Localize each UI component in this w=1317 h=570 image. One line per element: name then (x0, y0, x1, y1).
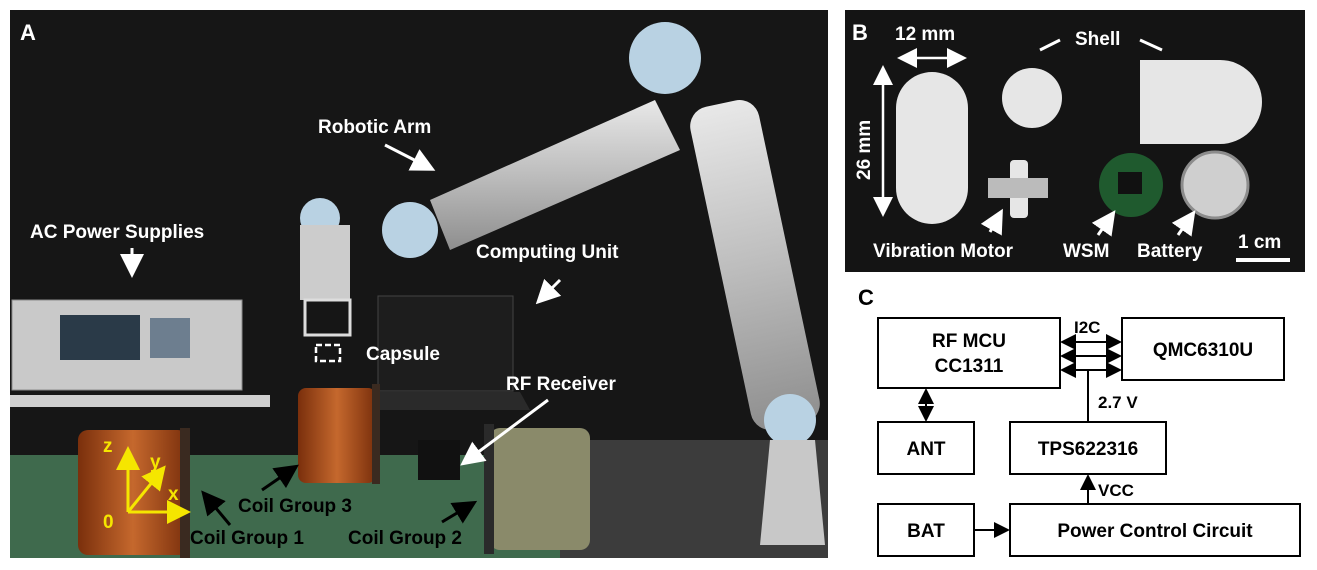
label-coil-group-2: Coil Group 2 (348, 528, 462, 549)
block-regulator (1009, 421, 1167, 475)
block-regulator-label: TPS622316 (1038, 439, 1138, 460)
arrow-coil-group-1 (201, 490, 232, 526)
block-sensor-label: QMC6310U (1153, 340, 1253, 361)
arrow-battery (1171, 210, 1196, 237)
arrow-wsm (1091, 210, 1116, 237)
coil-group-2 (484, 424, 590, 554)
panel-b: B 12 mm 26 mm Shell Vibration Motor WSM … (845, 10, 1305, 272)
block-rf-mcu-line2: CC1311 (935, 356, 1004, 377)
block-rf-mcu (877, 317, 1061, 389)
label-shell: Shell (1075, 29, 1120, 50)
axis-origin-label: 0 (103, 512, 114, 533)
arrow-robotic-arm (384, 143, 436, 171)
vibration-motor (988, 160, 1048, 218)
arrow-coil-group-2 (441, 500, 478, 524)
coil-group-3 (298, 384, 380, 484)
shell-pointer-right (1139, 38, 1163, 52)
arrow-rf-receiver (460, 398, 549, 466)
axis-x-label: x (168, 484, 179, 505)
label-width: 12 mm (895, 24, 955, 45)
label-scale: 1 cm (1238, 232, 1281, 253)
block-rf-mcu-line1: RF MCU (932, 331, 1006, 352)
shell-body (1140, 60, 1262, 144)
label-ac-power: AC Power Supplies (30, 222, 204, 243)
ac-power-supply (11, 299, 243, 391)
shelf (10, 395, 270, 407)
block-ant (877, 421, 975, 475)
axis-y-label: y (150, 452, 161, 473)
label-length: 26 mm (854, 120, 875, 180)
label-battery: Battery (1137, 241, 1203, 262)
label-vcc: VCC (1098, 481, 1134, 500)
panel-a-letter: A (20, 20, 36, 45)
arrow-computing-unit (535, 278, 562, 305)
label-capsule: Capsule (366, 344, 440, 365)
label-coil-group-3: Coil Group 3 (238, 496, 352, 517)
label-computing-unit: Computing Unit (476, 242, 619, 263)
block-power-control (1009, 503, 1301, 557)
panel-b-letter: B (852, 20, 868, 45)
arrow-coil-group-3 (261, 464, 299, 492)
capsule-assembled (896, 72, 968, 224)
laptop (362, 295, 530, 410)
block-bat-label: BAT (907, 521, 945, 542)
block-sensor (1121, 317, 1285, 381)
label-coil-group-1: Coil Group 1 (190, 528, 304, 549)
shell-cap (1002, 68, 1062, 128)
coin-battery (1180, 150, 1250, 220)
rf-receiver (418, 440, 460, 480)
coil-group-1 (78, 428, 190, 558)
capsule-marker (314, 343, 342, 363)
panel-c: C RF MCU CC1311 QMC6310U ANT TPS622316 B… (858, 285, 1301, 557)
block-ant-label: ANT (906, 439, 945, 460)
block-power-control-label: Power Control Circuit (1057, 521, 1253, 542)
label-rf-receiver: RF Receiver (506, 374, 616, 395)
shell-pointer-left (1039, 38, 1061, 52)
label-vibration-motor: Vibration Motor (873, 241, 1014, 262)
label-i2c: I2C (1074, 318, 1100, 337)
wsm-board (1099, 153, 1163, 217)
coordinate-frame: z y x 0 (103, 436, 191, 533)
label-robotic-arm: Robotic Arm (318, 117, 431, 138)
axis-z-label: z (103, 436, 113, 457)
label-v27: 2.7 V (1098, 393, 1138, 412)
panel-c-letter: C (858, 285, 874, 310)
block-bat (877, 503, 975, 557)
panel-a: A Robotic Arm AC Power Supplies Computin… (10, 10, 828, 558)
robotic-arm (300, 22, 825, 545)
label-wsm: WSM (1063, 241, 1109, 262)
arrow-vibration-motor (980, 208, 1003, 236)
